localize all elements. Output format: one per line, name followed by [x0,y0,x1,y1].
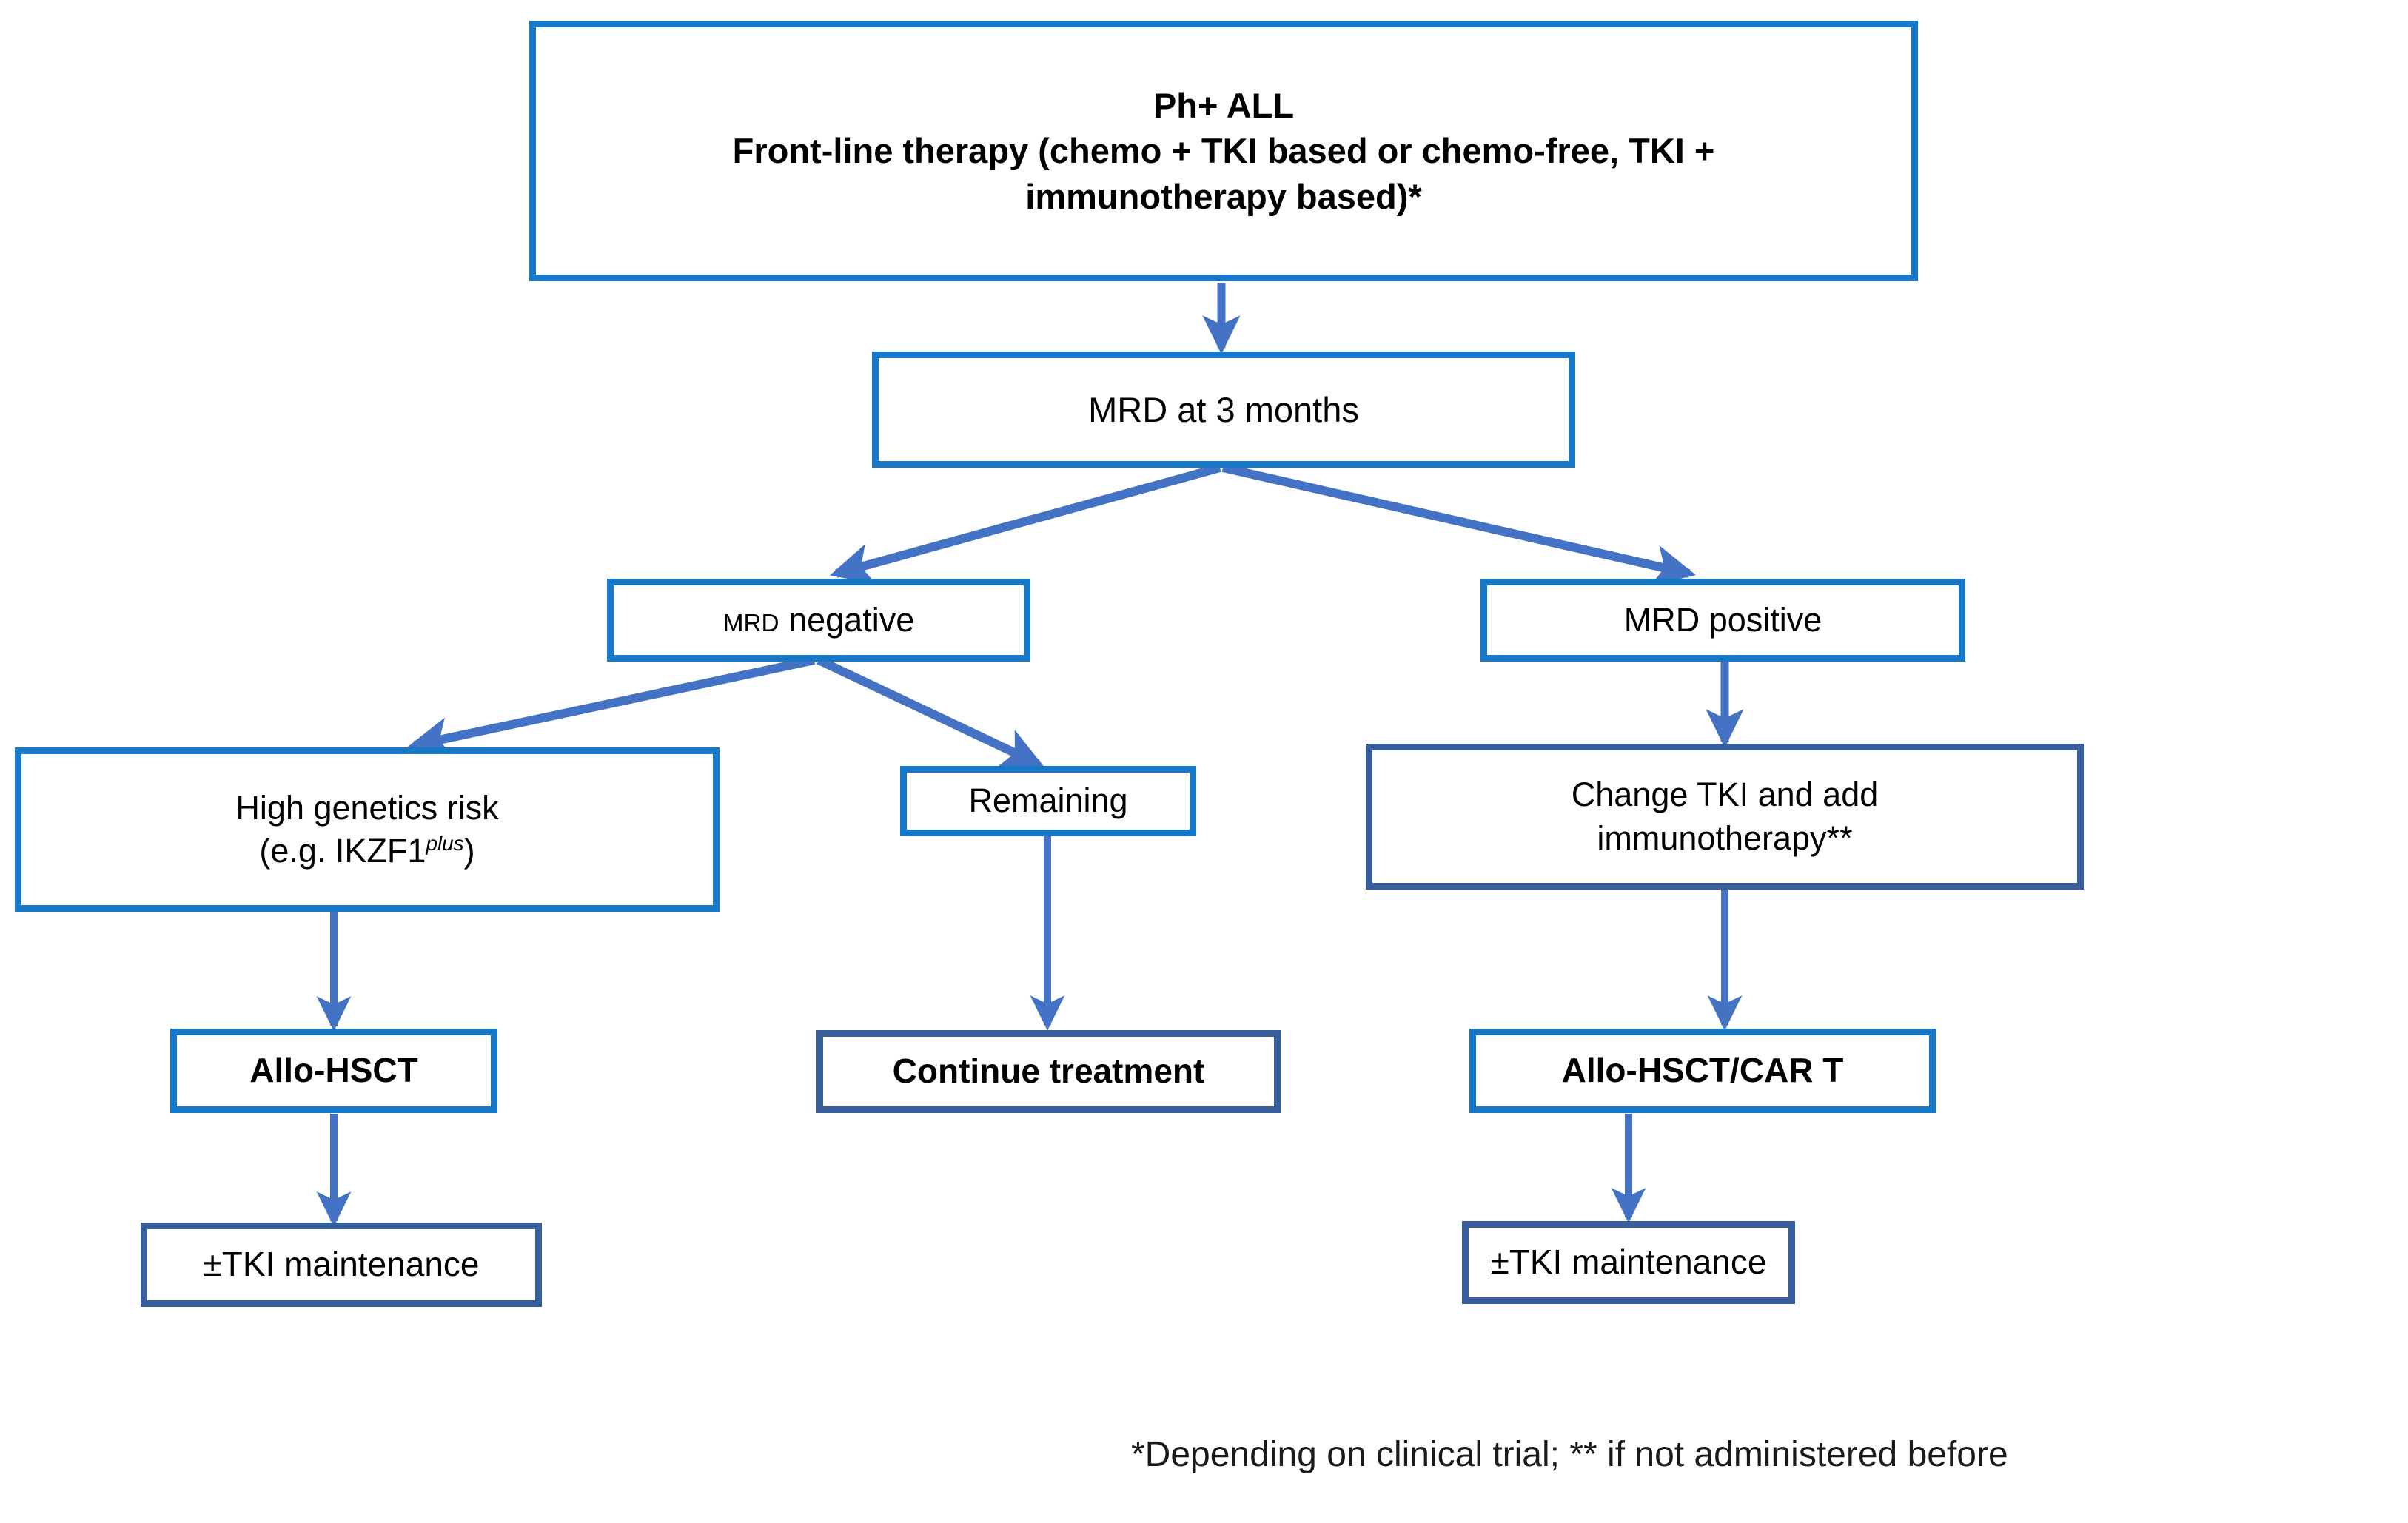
node-front-line-therapy[interactable]: Ph+ ALL Front-line therapy (chemo + TKI … [529,21,1918,281]
continue-treatment-label: Continue treatment [892,1052,1205,1091]
remaining-label: Remaining [968,781,1128,820]
front-line-line3: immunotherapy based)* [1025,176,1422,216]
front-line-title: Ph+ ALL [1153,86,1295,126]
footnote-text: *Depending on clinical trial; ** if not … [1131,1435,2008,1474]
node-continue-treatment[interactable]: Continue treatment [816,1030,1281,1113]
mrd-positive-label: MRD positive [1623,600,1822,639]
high-risk-superscript: plus [426,832,464,855]
node-allo-hsct[interactable]: Allo-HSCT [170,1029,497,1113]
allo-hsct-car-t-label: Allo-HSCT/CAR T [1561,1051,1844,1090]
node-change-tki[interactable]: Change TKI and add immunotherapy** [1366,744,2084,890]
change-tki-line1: Change TKI and add [1571,776,1879,813]
node-tki-maintenance-right[interactable]: ±TKI maintenance [1462,1221,1795,1304]
high-risk-line2: (e.g. IKZF1plus) [235,830,498,873]
mrd-assessment-label: MRD at 3 months [1088,389,1359,429]
mrd-negative-label: negative [779,600,915,639]
high-risk-line2-pre: (e.g. IKZF1 [259,832,426,870]
allo-hsct-label: Allo-HSCT [249,1051,418,1090]
node-mrd-positive[interactable]: MRD positive [1480,579,1965,662]
arrow-negative-to-highrisk [407,656,816,759]
tki-maintenance-right-label: ±TKI maintenance [1490,1243,1767,1282]
mrd-negative-prefix: MRD [722,609,779,637]
arrow-mrd-to-negative [829,463,1221,585]
change-tki-line2: immunotherapy** [1597,818,1853,857]
node-tki-maintenance-left[interactable]: ±TKI maintenance [141,1223,542,1307]
front-line-line2: Front-line therapy (chemo + TKI based or… [732,131,1715,171]
tki-maintenance-left-label: ±TKI maintenance [203,1245,480,1284]
node-remaining[interactable]: Remaining [900,766,1196,836]
node-high-genetics-risk[interactable]: High genetics risk (e.g. IKZF1plus) [15,747,720,912]
node-mrd-negative[interactable]: MRD negative [607,579,1030,662]
high-risk-line1: High genetics risk [235,788,499,827]
arrow-negative-to-remaining [816,656,1044,768]
node-allo-hsct-car-t[interactable]: Allo-HSCT/CAR T [1469,1029,1936,1113]
node-mrd-assessment[interactable]: MRD at 3 months [872,352,1575,468]
arrow-mrd-to-positive [1221,463,1697,586]
high-risk-line2-post: ) [463,832,475,870]
